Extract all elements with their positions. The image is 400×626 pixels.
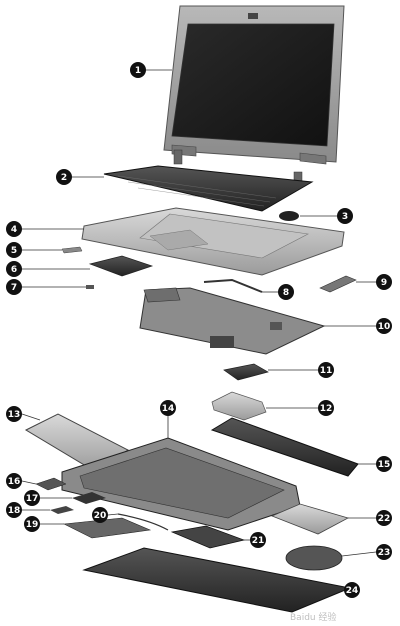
callout-22: 22 (376, 510, 392, 526)
heat-sink (211, 391, 267, 421)
module-17 (72, 492, 106, 504)
svg-text:7: 7 (11, 283, 17, 293)
svg-text:9: 9 (381, 278, 387, 288)
callout-19: 19 (24, 516, 40, 532)
svg-text:24: 24 (346, 586, 359, 596)
callout-6: 6 (6, 261, 22, 277)
svg-text:14: 14 (162, 404, 175, 414)
callout-11: 11 (318, 362, 334, 378)
leader-lines (21, 69, 377, 591)
callout-18: 18 (6, 502, 22, 518)
top-cover (81, 207, 345, 276)
small-clip-7 (86, 285, 94, 289)
callout-23: 23 (376, 544, 392, 560)
callout-8: 8 (278, 284, 294, 300)
board-9 (319, 275, 357, 293)
callout-20: 20 (92, 507, 108, 523)
callout-12: 12 (318, 400, 334, 416)
memory-module (170, 525, 246, 549)
svg-text:12: 12 (320, 404, 333, 414)
cable-20 (117, 513, 169, 531)
callout-9: 9 (376, 274, 392, 290)
module-18 (50, 506, 74, 514)
svg-text:5: 5 (11, 246, 17, 256)
cable-8 (203, 278, 263, 293)
callout-13: 13 (6, 406, 22, 422)
svg-text:13: 13 (8, 410, 21, 420)
svg-text:19: 19 (26, 520, 39, 530)
callout-1: 1 (130, 62, 146, 78)
callout-15: 15 (376, 456, 392, 472)
callout-3: 3 (337, 208, 353, 224)
optical-drive (24, 413, 129, 473)
svg-text:2: 2 (61, 173, 67, 183)
svg-text:16: 16 (8, 477, 21, 487)
svg-text:23: 23 (378, 548, 391, 558)
small-board-5 (61, 246, 83, 254)
svg-text:8: 8 (283, 288, 289, 298)
callout-24: 24 (344, 582, 360, 598)
svg-text:6: 6 (11, 265, 17, 275)
callout-2: 2 (56, 169, 72, 185)
callout-16: 16 (6, 473, 22, 489)
svg-text:17: 17 (26, 494, 39, 504)
svg-text:3: 3 (342, 212, 348, 222)
power-button-board (279, 211, 299, 221)
keyboard (103, 165, 314, 212)
svg-text:4: 4 (11, 225, 17, 235)
svg-text:18: 18 (8, 506, 21, 516)
callout-7: 7 (6, 279, 22, 295)
processor (223, 363, 269, 381)
svg-text:15: 15 (378, 460, 391, 470)
svg-text:10: 10 (378, 322, 391, 332)
callout-14: 14 (160, 400, 176, 416)
system-board (139, 287, 326, 355)
svg-text:22: 22 (378, 514, 391, 524)
callout-10: 10 (376, 318, 392, 334)
module-19 (62, 517, 152, 539)
callout-17: 17 (24, 490, 40, 506)
svg-text:11: 11 (320, 366, 333, 376)
touchpad-board (88, 255, 154, 277)
svg-text:21: 21 (252, 536, 265, 546)
svg-text:1: 1 (135, 66, 141, 76)
callout-5: 5 (6, 242, 22, 258)
svg-text:20: 20 (94, 511, 107, 521)
callout-21: 21 (250, 532, 266, 548)
module-16 (35, 477, 67, 491)
fan (285, 545, 343, 571)
display-assembly (163, 5, 345, 165)
callout-4: 4 (6, 221, 22, 237)
watermark: Baidu 经验 (290, 611, 336, 623)
